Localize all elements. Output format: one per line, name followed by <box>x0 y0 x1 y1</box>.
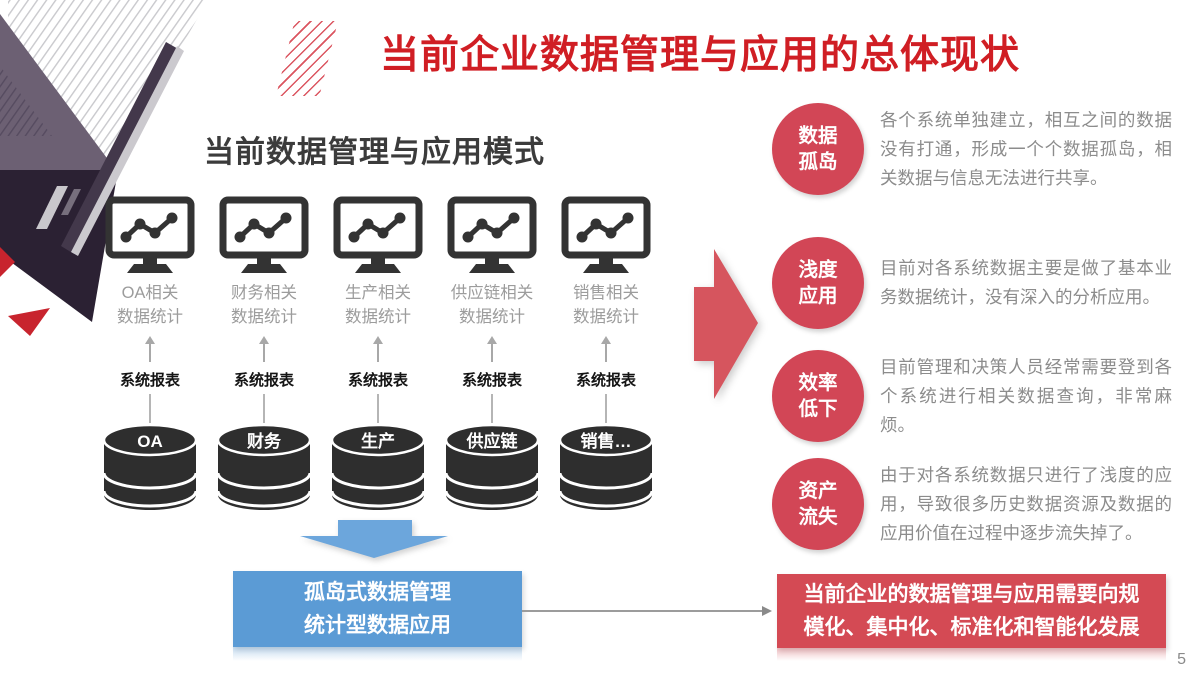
monitor-label-line2: 数据统计 <box>459 308 525 326</box>
right-conclusion-box: 当前企业的数据管理与应用需要向规 模化、集中化、标准化和智能化发展 <box>777 574 1166 661</box>
monitor-label-line1: 财务相关 <box>231 284 297 302</box>
connector-line <box>605 394 607 423</box>
monitor-chart-icon <box>447 196 537 273</box>
up-arrow-icon <box>600 336 612 362</box>
issue-badge-line2: 应用 <box>798 285 838 307</box>
left-conclusion-line2: 统计型数据应用 <box>304 614 451 637</box>
system-column: 生产相关 数据统计 系统报表 生产 <box>321 196 435 513</box>
left-conclusion-line1: 孤岛式数据管理 <box>304 581 451 604</box>
database-icon: OA <box>102 423 198 510</box>
issue-description: 各个系统单独建立，相互之间的数据没有打通，形成一个个数据孤岛，相关数据与信息无法… <box>880 109 1172 188</box>
monitor-chart-icon <box>561 196 651 273</box>
issues-list: 数据 孤岛 各个系统单独建立，相互之间的数据没有打通，形成一个个数据孤岛，相关数… <box>772 0 1172 600</box>
connector-line <box>149 394 151 423</box>
database-icon: 财务 <box>216 423 312 510</box>
issue-badge-line1: 资产 <box>798 480 838 502</box>
database-icon: 生产 <box>330 423 426 510</box>
monitor-label-line2: 数据统计 <box>345 308 411 326</box>
up-arrow-icon <box>372 336 384 362</box>
monitor-label-line2: 数据统计 <box>231 308 297 326</box>
left-conclusion-box: 孤岛式数据管理 统计型数据应用 <box>233 571 522 661</box>
system-columns: OA相关 数据统计 系统报表 OA 财务相关 数据统计 <box>93 196 663 513</box>
system-column: 销售相关 数据统计 系统报表 销售… <box>549 196 663 513</box>
database-label: OA <box>137 432 163 451</box>
database-icon: 销售… <box>558 423 654 510</box>
issue-badge: 效率 低下 <box>772 350 864 442</box>
issue-description: 由于对各系统数据只进行了浅度的应用，导致很多历史数据资源及数据的应用价值在过程中… <box>880 464 1172 543</box>
monitor-label: 供应链相关 数据统计 <box>451 281 534 329</box>
monitor-label-line2: 数据统计 <box>117 308 183 326</box>
system-column: OA相关 数据统计 系统报表 OA <box>93 196 207 513</box>
database-icon: 供应链 <box>444 423 540 510</box>
connector-line <box>491 394 493 423</box>
issue-badge: 浅度 应用 <box>772 237 864 329</box>
monitor-label-line1: 销售相关 <box>573 284 639 302</box>
issue-badge-line1: 效率 <box>798 372 838 394</box>
issue-row: 数据 孤岛 各个系统单独建立，相互之间的数据没有打通，形成一个个数据孤岛，相关数… <box>772 103 1172 195</box>
issue-badge-line1: 数据 <box>798 125 838 147</box>
left-section-heading: 当前数据管理与应用模式 <box>204 136 545 169</box>
report-label: 系统报表 <box>347 372 408 389</box>
monitor-chart-icon <box>105 196 195 273</box>
monitor-chart-icon <box>333 196 423 273</box>
up-arrow-icon <box>486 336 498 362</box>
issue-badge-line2: 低下 <box>798 398 838 420</box>
database-label: 生产 <box>361 431 395 451</box>
right-conclusion-line2: 模化、集中化、标准化和智能化发展 <box>803 616 1140 639</box>
report-label: 系统报表 <box>575 372 636 389</box>
system-column: 财务相关 数据统计 系统报表 财务 <box>207 196 321 513</box>
monitor-label-line1: OA相关 <box>121 284 179 302</box>
issue-description: 目前管理和决策人员经常需要登到各个系统进行相关数据查询，非常麻烦。 <box>880 356 1172 435</box>
page-number: 5 <box>1177 651 1186 668</box>
database-label: 财务 <box>246 431 282 451</box>
right-arrow-icon <box>694 249 758 399</box>
system-column: 供应链相关 数据统计 系统报表 供应链 <box>435 196 549 513</box>
issue-row: 浅度 应用 目前对各系统数据主要是做了基本业务数据统计，没有深入的分析应用。 <box>772 237 1172 329</box>
issue-row: 资产 流失 由于对各系统数据只进行了浅度的应用，导致很多历史数据资源及数据的应用… <box>772 458 1172 550</box>
down-arrow-icon <box>300 520 448 558</box>
right-conclusion-line1: 当前企业的数据管理与应用需要向规 <box>803 583 1140 606</box>
connector-line <box>263 394 265 423</box>
title-hatch-decoration <box>276 21 338 96</box>
issue-description: 目前对各系统数据主要是做了基本业务数据统计，没有深入的分析应用。 <box>880 258 1172 307</box>
report-label: 系统报表 <box>233 372 294 389</box>
monitor-label-line1: 供应链相关 <box>450 284 534 302</box>
issue-badge-line2: 流失 <box>798 506 838 528</box>
corner-decoration <box>0 0 208 336</box>
issue-row: 效率 低下 目前管理和决策人员经常需要登到各个系统进行相关数据查询，非常麻烦。 <box>772 350 1172 442</box>
database-label: 供应链 <box>466 431 519 451</box>
page-title: 当前企业数据管理与应用的总体现状 <box>379 34 1020 77</box>
issue-badge: 资产 流失 <box>772 458 864 550</box>
report-label: 系统报表 <box>119 372 180 389</box>
monitor-chart-icon <box>219 196 309 273</box>
connector-arrow <box>522 606 772 616</box>
up-arrow-icon <box>258 336 270 362</box>
issue-badge-line1: 浅度 <box>798 259 838 281</box>
monitor-label: 生产相关 数据统计 <box>345 281 411 329</box>
issue-badge: 数据 孤岛 <box>772 103 864 195</box>
monitor-label: 财务相关 数据统计 <box>231 281 297 329</box>
up-arrow-icon <box>144 336 156 362</box>
report-label: 系统报表 <box>461 372 522 389</box>
monitor-label: 销售相关 数据统计 <box>573 281 639 329</box>
database-label: 销售… <box>581 431 632 451</box>
monitor-label-line2: 数据统计 <box>573 308 639 326</box>
issue-badge-line2: 孤岛 <box>798 151 838 173</box>
monitor-label-line1: 生产相关 <box>345 284 411 302</box>
monitor-label: OA相关 数据统计 <box>117 281 183 329</box>
connector-line <box>377 394 379 423</box>
